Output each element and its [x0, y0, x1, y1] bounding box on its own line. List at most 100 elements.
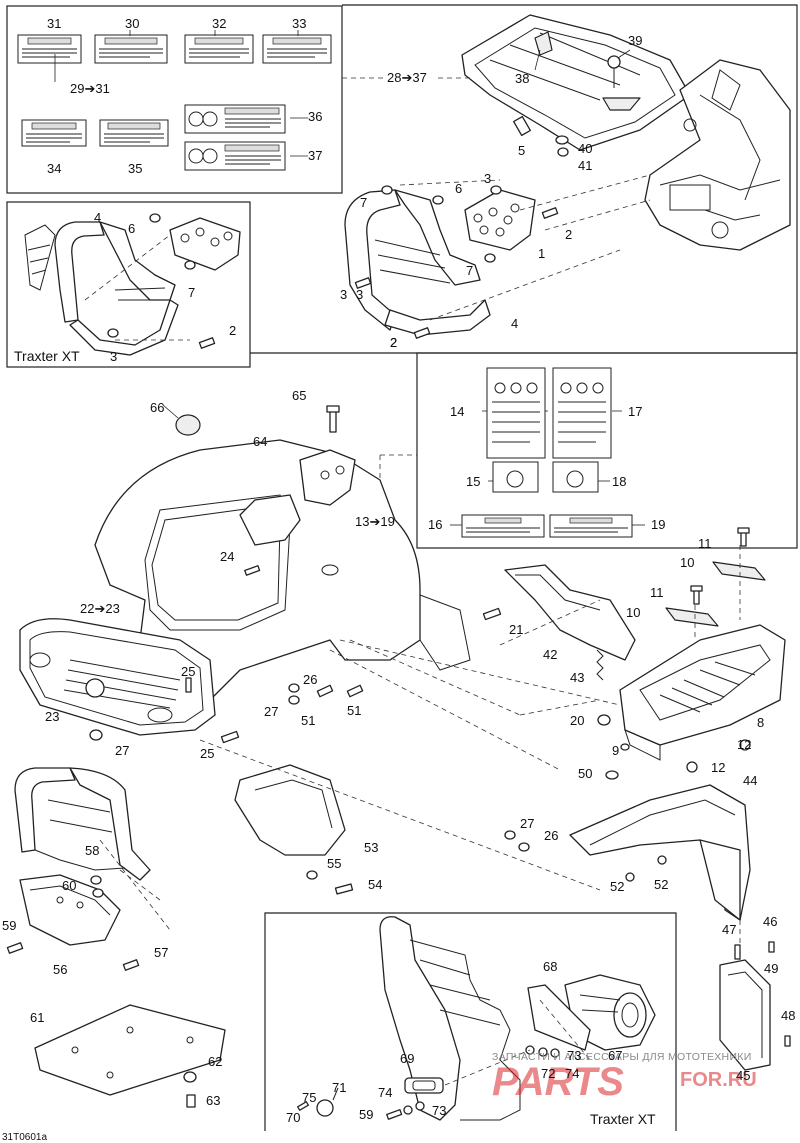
- decal-16: [461, 514, 545, 538]
- decal-15: [492, 461, 539, 493]
- bracket-64: [299, 449, 356, 506]
- callout-label: 56: [53, 962, 67, 977]
- callout-label: 40: [578, 141, 592, 156]
- callout-label: 24: [220, 549, 234, 564]
- callout-label: 27: [264, 704, 278, 719]
- decal-group-box-13-19: [416, 352, 798, 549]
- callout-label: 34: [47, 161, 61, 176]
- decal-30: [94, 34, 168, 64]
- callout-label: 4: [511, 316, 518, 331]
- headlight-cap-66: [175, 414, 201, 436]
- callout-label: 27: [520, 816, 534, 831]
- caption-traxter-xt-bottom: Traxter XT: [590, 1111, 656, 1127]
- callout-label: 7: [188, 285, 195, 300]
- callout-label: 33: [292, 16, 306, 31]
- callout-label: 73: [432, 1103, 446, 1118]
- callout-label: 54: [368, 877, 382, 892]
- callout-label: 72: [541, 1066, 555, 1081]
- callout-label: 16: [428, 517, 442, 532]
- callout-label: 75: [302, 1090, 316, 1105]
- callout-label: 10: [680, 555, 694, 570]
- callout-label: 71: [332, 1080, 346, 1095]
- skid-plate-61: [34, 1004, 226, 1096]
- callout-label: 5: [518, 143, 525, 158]
- main-frame: [644, 59, 791, 251]
- callout-label: 65: [292, 388, 306, 403]
- callout-label: 52: [610, 879, 624, 894]
- decal-33: [262, 34, 332, 64]
- winch-bracket-67: [527, 984, 591, 1051]
- callout-label: 58: [85, 843, 99, 858]
- decal-18: [552, 461, 599, 493]
- winch-hook-70-71: [297, 1087, 339, 1117]
- callout-label: 74: [565, 1066, 579, 1081]
- callout-label: 14: [450, 404, 464, 419]
- decal-37: [184, 141, 286, 171]
- callout-label: 2: [565, 227, 572, 242]
- callout-label: 45: [736, 1068, 750, 1083]
- callout-label: 59: [359, 1107, 373, 1122]
- callout-label: 42: [543, 647, 557, 662]
- callout-label: 60: [62, 878, 76, 893]
- decal-34: [21, 119, 87, 147]
- callout-label: 31: [47, 16, 61, 31]
- panel-hardware-54-55: [306, 870, 354, 895]
- callout-label: 22➔23: [80, 601, 120, 616]
- callout-label: 2: [390, 335, 397, 350]
- footrest-hardware: [597, 714, 751, 780]
- callout-label: 50: [578, 766, 592, 781]
- callout-label: 27: [115, 743, 129, 758]
- callout-label: 20: [570, 713, 584, 728]
- screw-65: [326, 405, 340, 433]
- callout-label: 2: [390, 335, 397, 350]
- callout-label: 55: [327, 856, 341, 871]
- traxter-xt-winch-bumper: [379, 916, 521, 1121]
- callout-label: 57: [154, 945, 168, 960]
- footrest-8: [619, 624, 786, 761]
- callout-label: 13➔19: [355, 514, 395, 529]
- callout-label: 18: [612, 474, 626, 489]
- callout-label: 12: [711, 760, 725, 775]
- spring-43: [596, 649, 604, 681]
- bumper-hardware: [354, 185, 559, 339]
- skid-bumper-xt-front: [14, 767, 151, 881]
- rear-fender-44: [569, 784, 751, 921]
- callout-label: 25: [181, 664, 195, 679]
- callout-label: 36: [308, 109, 322, 124]
- callout-label: 44: [743, 773, 757, 788]
- callout-label: 48: [781, 1008, 795, 1023]
- callout-label: 73: [567, 1048, 581, 1063]
- decal-32: [184, 34, 254, 64]
- callout-label: 43: [570, 670, 584, 685]
- skid-hardware: [6, 875, 140, 971]
- inner-panel-53: [234, 764, 346, 856]
- watermark-logo-suffix: FOR.RU: [680, 1069, 757, 1091]
- callout-label: 21: [509, 622, 523, 637]
- callout-label: 68: [543, 959, 557, 974]
- callout-label: 64: [253, 434, 267, 449]
- callout-label: 51: [347, 703, 361, 718]
- callout-label: 51: [301, 713, 315, 728]
- callout-label: 8: [757, 715, 764, 730]
- decal-group-box-29-37: [6, 5, 343, 194]
- side-panel-42: [504, 564, 636, 661]
- callout-label: 4: [94, 210, 101, 225]
- callout-label: 69: [400, 1051, 414, 1066]
- callout-label: 28➔37: [387, 70, 427, 85]
- callout-label: 6: [455, 181, 462, 196]
- callout-label: 52: [654, 877, 668, 892]
- callout-label: 11: [650, 585, 664, 600]
- callout-label: 38: [515, 71, 529, 86]
- callout-label: 62: [208, 1054, 222, 1069]
- figure-id: 31T0601a: [2, 1132, 47, 1143]
- callout-label: 29➔31: [70, 81, 110, 96]
- callout-label: 3: [356, 287, 363, 302]
- callout-label: 35: [128, 161, 142, 176]
- callout-label: 46: [763, 914, 777, 929]
- leader-lines: [54, 30, 741, 1086]
- mud-flap-45: [719, 941, 791, 1071]
- rear-frame-hardware: [513, 115, 569, 157]
- winch-hardware: [386, 1045, 560, 1120]
